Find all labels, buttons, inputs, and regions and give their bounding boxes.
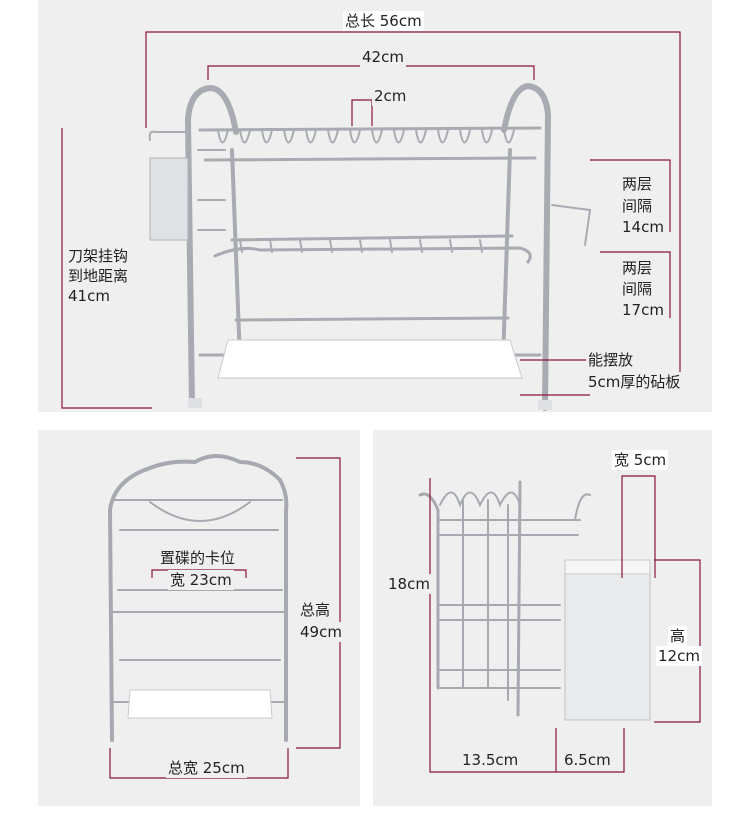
tier-gap-bottom-line2: 间隔 <box>620 279 655 299</box>
drip-tray <box>217 339 523 379</box>
holder-width-label: 13.5cm <box>460 750 521 770</box>
total-length-label: 总长 56cm <box>343 11 424 31</box>
tier-gap-top-line1: 两层 <box>620 174 655 194</box>
cup-height-line2: 12cm <box>656 646 702 666</box>
tier-gap-top-line2: 间隔 <box>620 196 655 216</box>
cutting-board-line2: 5cm厚的砧板 <box>586 372 683 392</box>
cup-depth-label: 6.5cm <box>562 750 613 770</box>
hook-height-line3: 41cm <box>66 286 112 306</box>
cup-width-label: 宽 5cm <box>612 450 669 470</box>
cutting-board-line1: 能摆放 <box>586 350 636 370</box>
knife-cup <box>564 559 651 721</box>
plate-slot-width-label: 宽 23cm <box>168 570 234 590</box>
knife-holder-side-view <box>418 480 591 717</box>
bottom-right-dimension-lines <box>429 475 701 773</box>
tier-gap-bottom-line3: 17cm <box>620 300 666 320</box>
tier-gap-bottom-line1: 两层 <box>620 258 655 278</box>
tier-gap-top-line3: 14cm <box>620 217 666 237</box>
holder-height-label: 18cm <box>386 574 432 594</box>
plate-slot-label: 置碟的卡位 <box>158 548 238 568</box>
cup-height-line1: 高 <box>668 626 688 646</box>
hook-height-line2: 到地距离 <box>66 266 131 286</box>
total-height-line2: 49cm <box>298 622 344 642</box>
drip-tray-front <box>127 689 273 719</box>
width-42-label: 42cm <box>360 47 406 67</box>
width-2-label: 2cm <box>372 86 409 106</box>
total-height-line1: 总高 <box>298 600 333 620</box>
dish-rack-front-view <box>107 454 289 742</box>
hook-height-line1: 刀架挂钩 <box>66 246 131 266</box>
knife-holder-cup <box>149 157 189 241</box>
total-width-label: 总宽 25cm <box>166 758 247 778</box>
top-dimension-lines <box>61 31 681 409</box>
